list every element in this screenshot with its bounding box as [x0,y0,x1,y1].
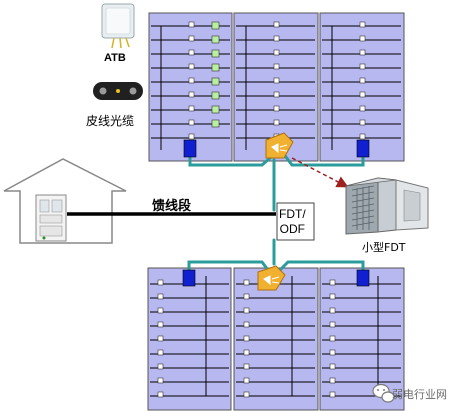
wechat-icon [372,383,395,403]
floor-outlet [359,133,366,140]
floor-outlet [188,35,195,42]
floor-outlet [188,91,195,98]
floor-outlet [157,321,164,328]
floor-outlet [157,349,164,356]
floor-outlet [273,49,280,56]
floor-outlet [243,321,250,328]
fdt-odf-box [276,202,315,241]
outlet-box [211,77,220,86]
drop-cable-icon [93,82,143,100]
floor-outlet [273,105,280,112]
floor-outlet [359,105,366,112]
outlet-box [211,91,220,100]
fdt-odf-label-line1: FDT/ [279,207,306,221]
floor-outlet [188,63,195,70]
optical-boxes [182,139,370,287]
fdt-odf-label: FDT/ ODF [279,207,306,237]
fiber-bottom-left [187,260,270,277]
splitter-icon [265,132,294,159]
floor-outlet [329,391,336,398]
floor-outlet [273,119,280,126]
bottom-building-panels [147,267,405,411]
floor-outlet [273,77,280,84]
outlet-box [211,49,220,58]
floor-outlet [329,321,336,328]
feeder-segment-label: 馈线段 [152,199,192,214]
floor-outlet [188,133,195,140]
floor-outlet [157,307,164,314]
floor-outlet [188,119,195,126]
watermark-label: 弱电行业网 [392,388,447,401]
floor-outlet [243,349,250,356]
atb-label: ATB [104,52,126,64]
floor-outlet [329,349,336,356]
floor-outlet [273,63,280,70]
floor-outlet [188,21,195,28]
floor-outlet [243,293,250,300]
floor-outlet [243,279,250,286]
floor-outlet [243,377,250,384]
floor-outlet [157,363,164,370]
fiber-bottom-right [278,260,365,277]
outlet-box [211,105,220,114]
outlet-box [211,21,220,30]
floor-outlet [329,377,336,384]
fiber-links [187,150,365,277]
floor-outlet [329,307,336,314]
atb-terminal-icon [101,3,135,49]
floor-outlet [359,35,366,42]
floor-outlet [273,35,280,42]
floor-outlet [359,77,366,84]
cabinet-icon [345,177,429,235]
floor-outlet [157,335,164,342]
floor-outlet [273,21,280,28]
optical-box-top-left [183,139,197,158]
floor-outlet [329,363,336,370]
floor-outlet [329,335,336,342]
floor-outlet [359,49,366,56]
fdt-odf-label-line2: ODF [279,222,305,236]
floor-outlet [243,307,250,314]
optical-box-bottom-left [182,269,196,287]
floor-outlet [157,279,164,286]
floor-outlet [329,293,336,300]
floor-outlet [188,49,195,56]
outlet-box [211,63,220,72]
floor-outlet [359,63,366,70]
outlet-box [211,119,220,128]
house-icon [3,158,127,244]
floor-outlet [157,377,164,384]
floor-outlet [157,293,164,300]
small-fdt-label: 小型FDT [362,241,406,254]
floor-outlet [243,391,250,398]
floor-outlet [243,363,250,370]
floor-outlet [359,119,366,126]
floor-outlet [273,91,280,98]
optical-box-top-right [356,139,370,158]
optical-box-bottom-right [356,269,370,287]
outlet-box [211,35,220,44]
fiber-top-left [188,150,278,167]
floor-outlet [329,279,336,286]
floor-outlet [157,391,164,398]
drop-cable-label: 皮线光缆 [86,114,135,128]
floor-outlet [359,91,366,98]
floor-outlet [359,21,366,28]
floor-outlet [188,77,195,84]
pointer-arrow [291,157,349,188]
floor-outlet [188,105,195,112]
fiber-top-right [281,150,365,167]
outlet-column [211,21,220,128]
splitter-icon [257,265,286,291]
floor-outlet [243,335,250,342]
